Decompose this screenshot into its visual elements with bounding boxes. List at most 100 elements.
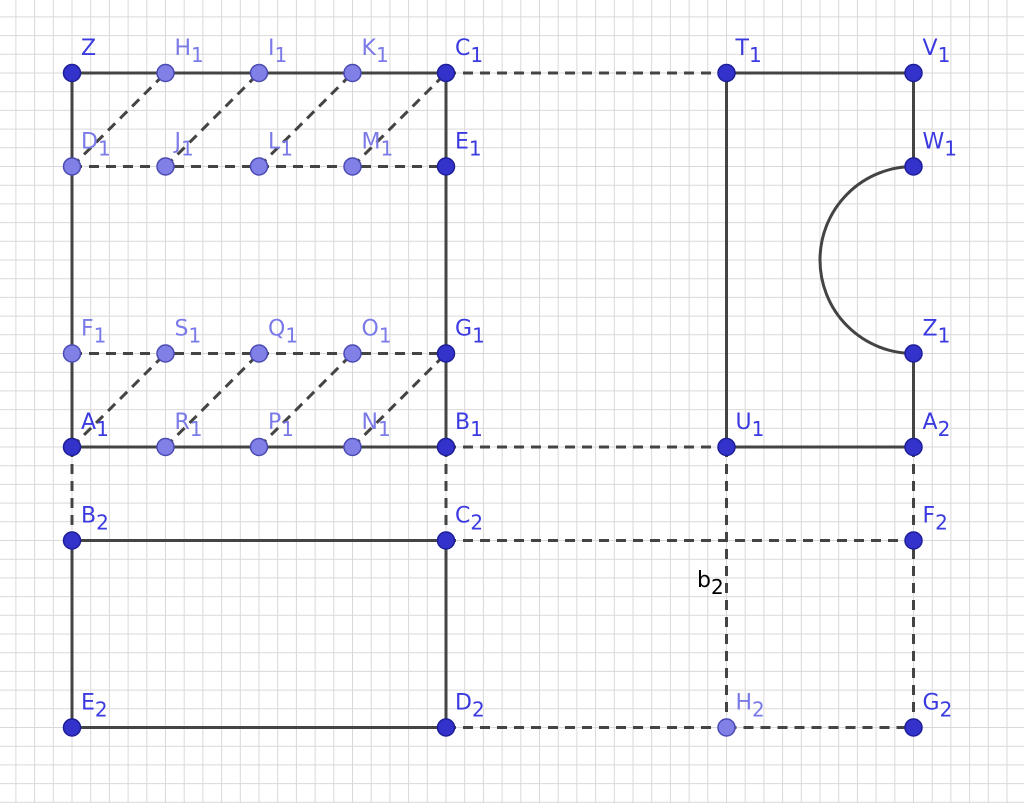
point-label-K1: K1	[362, 36, 389, 67]
point-D1[interactable]	[62, 157, 82, 176]
point-label-J1: J1	[173, 130, 194, 161]
point-label-subscript: 1	[944, 137, 957, 161]
point-E2[interactable]	[62, 718, 82, 737]
point-label-subscript: 1	[94, 324, 107, 348]
point-R1[interactable]	[156, 437, 175, 457]
point-G1[interactable]	[436, 344, 456, 363]
point-C1[interactable]	[436, 63, 456, 83]
point-O1[interactable]	[343, 344, 362, 363]
point-M1[interactable]	[343, 157, 362, 176]
point-S1[interactable]	[156, 344, 175, 363]
point-label-subscript: 2	[96, 511, 109, 535]
point-label-B1: B1	[455, 410, 483, 441]
point-label-name: S	[175, 317, 189, 342]
point-label-name: G	[923, 691, 940, 716]
point-label-subscript: 1	[938, 324, 951, 348]
point-label-subscript: 2	[752, 698, 765, 722]
point-label-Z: Z	[81, 36, 96, 61]
point-label-name: G	[455, 317, 472, 342]
point-label-name: B	[455, 410, 470, 435]
point-label-F2: F2	[923, 504, 948, 535]
point-label-subscript: 1	[470, 417, 483, 441]
point-label-subscript: 1	[96, 417, 109, 441]
point-G2[interactable]	[904, 718, 923, 737]
point-label-name: J	[173, 130, 182, 155]
point-label-name: T	[735, 36, 750, 61]
point-label-T1: T1	[735, 36, 762, 67]
point-E1[interactable]	[436, 157, 456, 176]
point-label-subscript: 1	[379, 324, 392, 348]
point-F1[interactable]	[62, 344, 82, 363]
point-label-O1: O1	[362, 317, 392, 348]
point-B1[interactable]	[436, 437, 456, 457]
point-A1[interactable]	[62, 437, 82, 457]
point-label-Z1: Z1	[923, 317, 951, 348]
point-label-A1: A1	[81, 410, 109, 441]
point-label-subscript: 1	[938, 43, 951, 67]
dashed-segment-A1-S1	[70, 352, 167, 449]
points	[62, 63, 923, 737]
point-label-name: H	[736, 691, 753, 716]
point-V1[interactable]	[904, 63, 923, 83]
point-label-name: W	[923, 130, 945, 155]
dashed-segment-N1-G1	[351, 352, 448, 449]
arc-W1-Z1	[818, 165, 915, 355]
segment-label-b2: b2	[697, 568, 724, 599]
point-label-subscript: 1	[380, 137, 393, 161]
point-L1[interactable]	[249, 157, 269, 176]
point-label-F1: F1	[81, 317, 106, 348]
point-label-subscript: 1	[469, 137, 482, 161]
point-label-subscript: 2	[940, 698, 953, 722]
point-U1[interactable]	[717, 437, 736, 457]
point-label-subscript: 1	[752, 417, 765, 441]
point-label-name: O	[362, 317, 379, 342]
point-label-name: V	[923, 36, 938, 61]
point-label-subscript: 1	[280, 137, 293, 161]
point-P1[interactable]	[249, 437, 269, 457]
point-label-name: C	[455, 504, 470, 529]
point-Z[interactable]	[62, 63, 82, 83]
point-label-N1: N1	[362, 410, 391, 441]
point-F2[interactable]	[904, 531, 923, 550]
point-label-A2: A2	[923, 410, 951, 441]
point-label-subscript: 1	[470, 43, 483, 67]
point-label-W1: W1	[923, 130, 958, 161]
point-A2[interactable]	[904, 437, 923, 457]
point-I1[interactable]	[249, 63, 269, 83]
point-T1[interactable]	[717, 63, 736, 83]
point-label-H2: H2	[736, 691, 765, 722]
point-Q1[interactable]	[249, 344, 269, 363]
point-H1[interactable]	[156, 63, 175, 83]
point-label-name: Q	[268, 317, 285, 342]
point-label-name: Z	[81, 36, 96, 61]
point-label-G1: G1	[455, 317, 485, 348]
point-B2[interactable]	[62, 531, 82, 550]
point-label-name: E	[455, 130, 469, 155]
point-label-subscript: 1	[98, 137, 111, 161]
point-H2[interactable]	[717, 718, 736, 737]
point-D2[interactable]	[436, 718, 456, 737]
point-label-E2: E2	[81, 691, 108, 722]
point-N1[interactable]	[343, 437, 362, 457]
point-label-E1: E1	[455, 130, 482, 161]
point-label-S1: S1	[175, 317, 202, 348]
dashed-segment-D1-H1	[70, 71, 167, 168]
point-label-name: U	[736, 410, 752, 435]
point-C2[interactable]	[436, 531, 456, 550]
point-J1[interactable]	[156, 157, 175, 176]
dashed-segment-L1-K1	[257, 71, 354, 168]
point-label-name: B	[81, 504, 96, 529]
point-label-name: E	[81, 691, 95, 716]
point-label-subscript: 1	[188, 324, 201, 348]
point-label-name: F	[923, 504, 936, 529]
point-W1[interactable]	[904, 157, 923, 176]
point-Z1[interactable]	[904, 344, 923, 363]
point-label-name: D	[455, 691, 472, 716]
point-label-name: N	[362, 410, 378, 435]
point-label-name: D	[81, 130, 98, 155]
point-K1[interactable]	[343, 63, 362, 83]
point-label-subscript: 2	[938, 417, 951, 441]
point-label-subscript: 1	[275, 43, 288, 67]
dashed-segment-R1-Q1	[164, 352, 261, 449]
